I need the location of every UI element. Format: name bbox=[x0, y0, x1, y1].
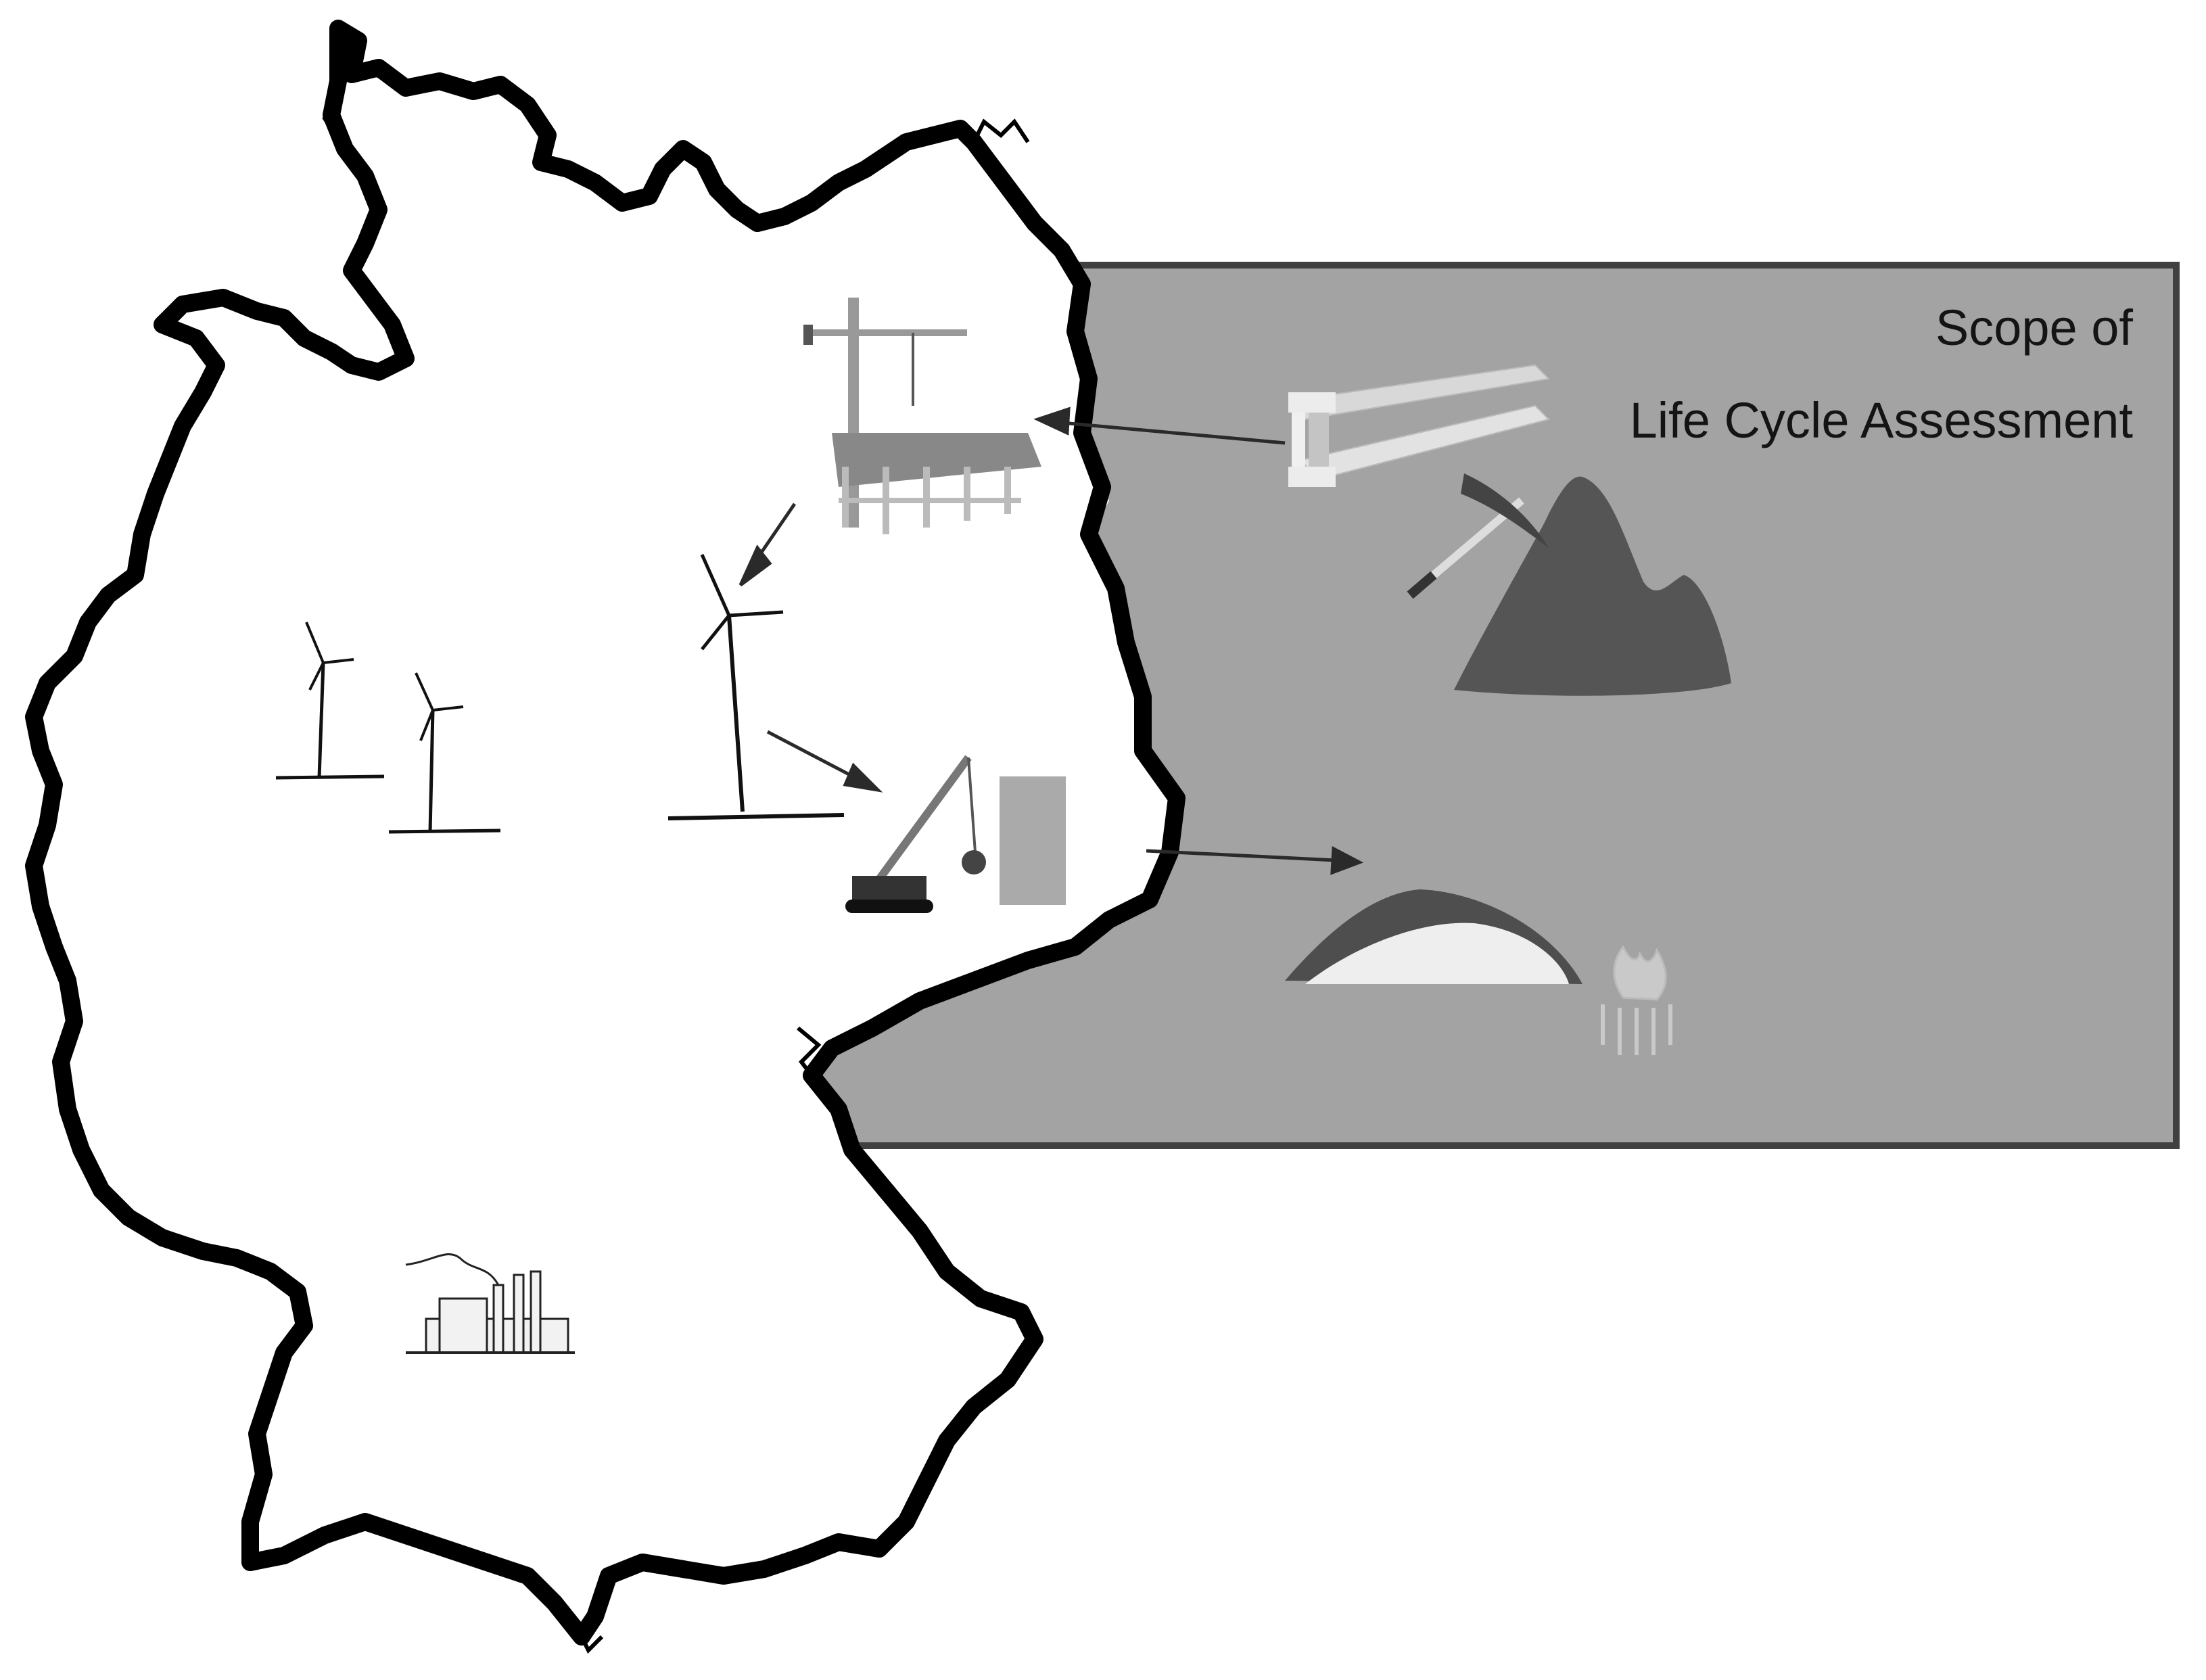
wind-turbine-icon bbox=[388, 672, 501, 834]
mountain-icon bbox=[1454, 476, 1731, 696]
map-germany-inner-line bbox=[26, 27, 1030, 1654]
arrow bbox=[738, 406, 1364, 875]
wind-turbine-icon bbox=[667, 553, 845, 820]
scope-title-line1: Scope of bbox=[1935, 300, 2133, 356]
waste-pile-icon bbox=[1285, 889, 1582, 984]
construction-crane-icon bbox=[803, 298, 1041, 534]
demolition-excavator-icon bbox=[845, 755, 1066, 913]
map-germany-icon bbox=[25, 20, 1186, 1646]
power-plant-icon bbox=[405, 1253, 575, 1354]
fire-icon bbox=[1601, 945, 1672, 1055]
scope-title-line2: Life Cycle Assessment bbox=[1629, 392, 2133, 448]
pickaxe-icon bbox=[1407, 473, 1549, 599]
steel-beam-icon bbox=[1288, 364, 1551, 487]
wind-turbine-icon bbox=[275, 622, 385, 780]
